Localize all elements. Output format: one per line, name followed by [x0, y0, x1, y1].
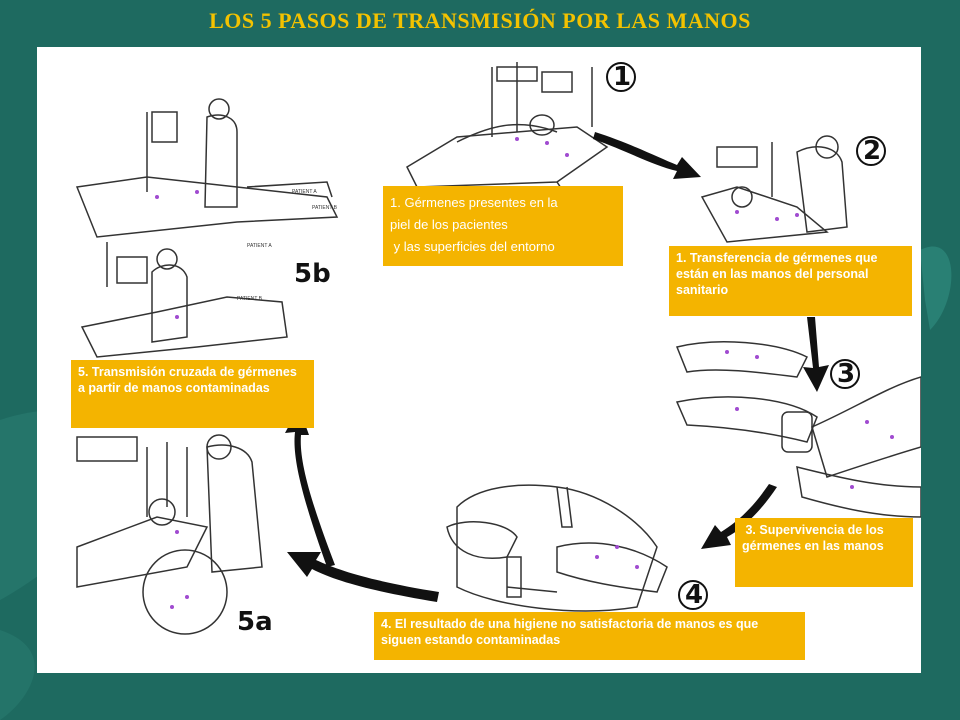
step-3-number: 3 [837, 359, 855, 389]
hands-illustration [675, 341, 921, 518]
germ-dots [155, 137, 894, 609]
hospital-bed-illustration [76, 434, 263, 635]
step-3-text: 3. Supervivencia de los gérmenes en las … [742, 523, 888, 553]
step-3-callout: 3. Supervivencia de los gérmenes en las … [735, 518, 913, 587]
step-5a-number: 5a [237, 607, 273, 637]
step-2-number-circle [856, 136, 886, 166]
bed-label-1: PATIENT A [292, 189, 317, 195]
arrow-icon [285, 132, 829, 602]
bed-label-4: PATIENT B [237, 296, 263, 302]
doctor-illustration [700, 135, 848, 243]
step-4-text: 4. El resultado de una higiene no satisf… [381, 617, 759, 647]
step-3-number-circle [830, 359, 860, 389]
step-4-callout: 4. El resultado de una higiene no satisf… [374, 612, 805, 660]
step-1-line-2: piel de los pacientes [390, 217, 508, 232]
step-5b-number: 5b [294, 259, 331, 289]
sink-illustration [446, 484, 668, 612]
step-2-number: 2 [863, 136, 881, 166]
illustration-panel: 1 2 3 [37, 47, 921, 673]
step-4-number-circle [678, 580, 708, 610]
step-1-line-3: y las superficies del entorno [390, 239, 555, 254]
step-5-callout: 5. Transmisión cruzada de gérmenes a par… [71, 360, 314, 428]
step-1-callout: 1. Gérmenes presentes en la piel de los … [383, 186, 623, 266]
step-2-callout: 1. Transferencia de gérmenes que están e… [669, 246, 912, 316]
page-title: LOS 5 PASOS DE TRANSMISIÓN POR LAS MANOS [209, 8, 751, 33]
hospital-bed-illustration [75, 98, 339, 358]
step-5-text: 5. Transmisión cruzada de gérmenes a par… [78, 365, 297, 395]
step-2-text: 1. Transferencia de gérmenes que están e… [676, 251, 878, 297]
bed-label-3: PATIENT A [247, 243, 272, 249]
step-1-line-1: 1. Gérmenes presentes en la [390, 195, 558, 210]
bed-label-2: PATIENT B [312, 205, 338, 211]
step-1-number: 1 [613, 62, 631, 92]
cycle-illustration: 1 2 3 [75, 62, 921, 637]
hospital-bed-illustration [406, 62, 609, 203]
step-1-number-circle [606, 62, 636, 92]
step-4-number: 4 [685, 580, 703, 610]
